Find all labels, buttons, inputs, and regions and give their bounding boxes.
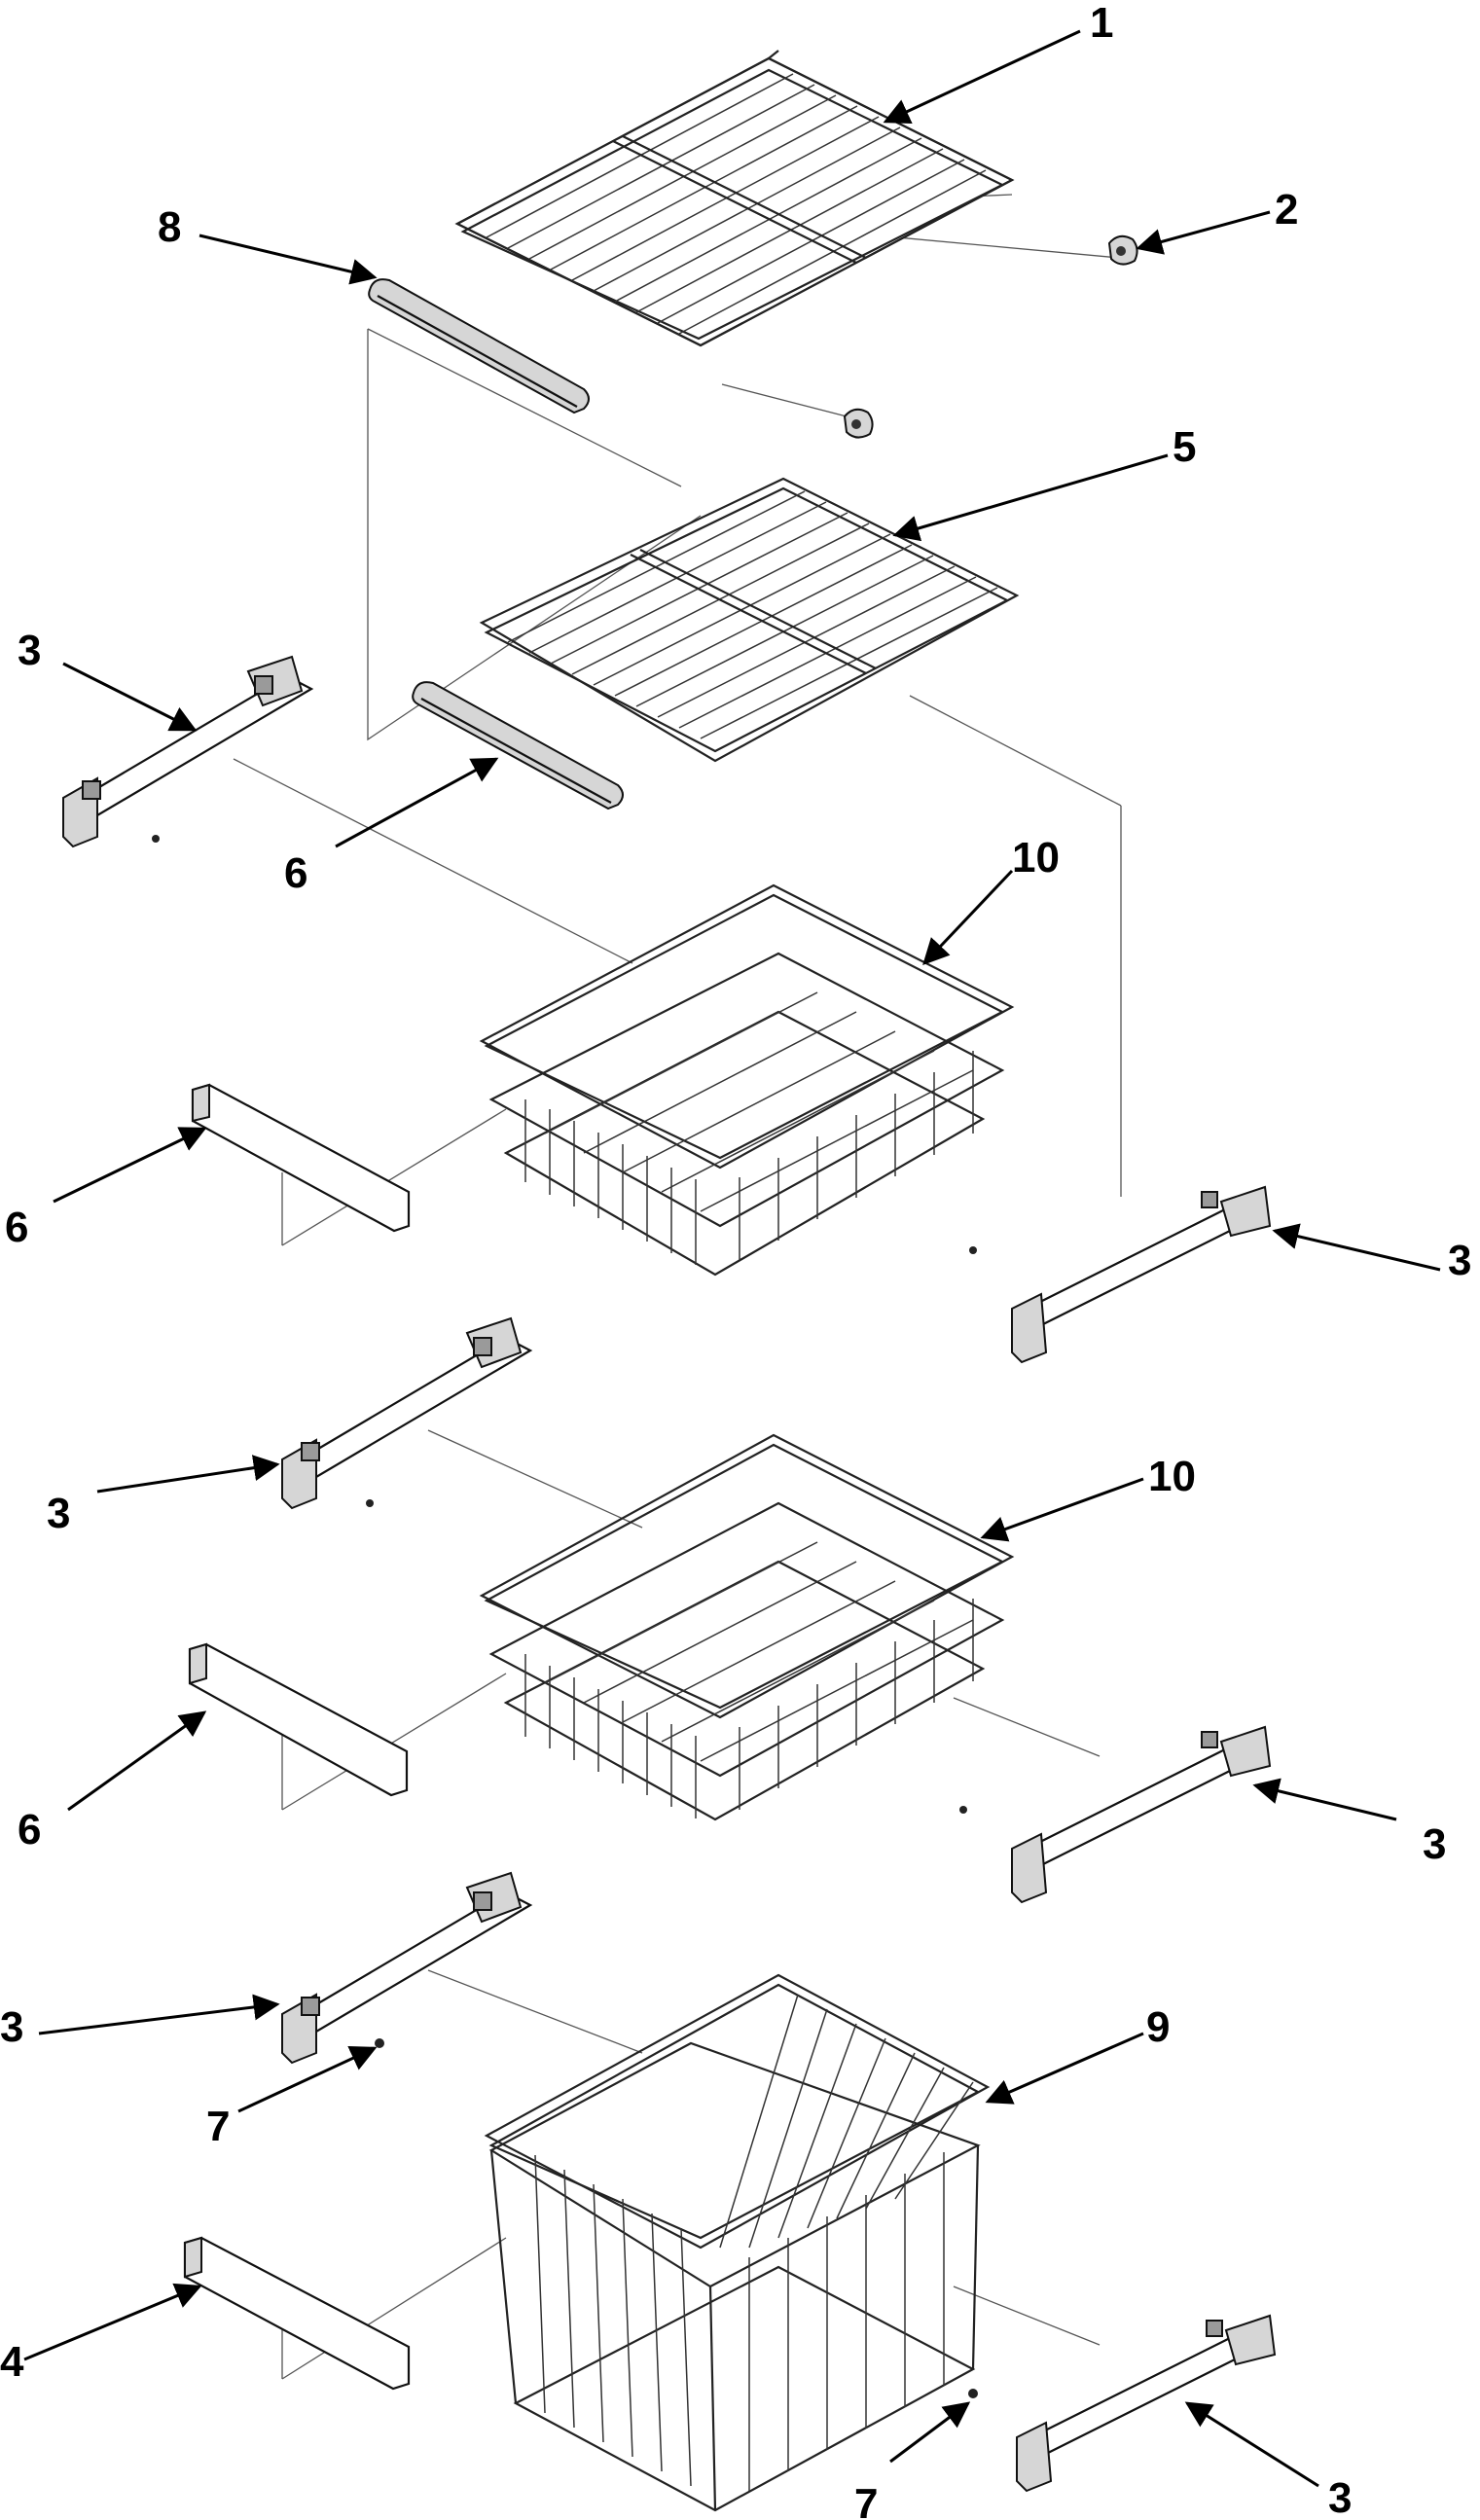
wire-shelf-top xyxy=(454,50,1015,347)
shelf-clip-right xyxy=(1107,234,1138,266)
callout-2: 2 xyxy=(1275,186,1298,234)
shelf-trim-top xyxy=(368,278,590,414)
callout-1: 1 xyxy=(1090,0,1113,47)
wire-shelf-middle xyxy=(479,477,1020,763)
slide-rail-right-2 xyxy=(959,1725,1272,1904)
callout-6-b: 6 xyxy=(5,1204,28,1251)
callout-8: 8 xyxy=(158,203,181,251)
basket-trim-upper xyxy=(191,1083,411,1233)
callout-7-b: 7 xyxy=(854,2480,878,2520)
slide-rail-right-3 xyxy=(968,2314,1277,2493)
wire-basket-middle xyxy=(479,1433,1015,1821)
callout-7-a: 7 xyxy=(206,2103,230,2150)
shelf-trim-middle xyxy=(412,681,624,810)
slide-rail-left-1 xyxy=(62,655,314,848)
callout-10-a: 10 xyxy=(1012,834,1060,882)
callout-3-e: 3 xyxy=(0,2003,23,2051)
wire-basket-deep xyxy=(484,1973,991,2512)
callout-6-a: 6 xyxy=(284,849,307,897)
callout-3-b: 3 xyxy=(1448,1237,1471,1284)
callout-6-c: 6 xyxy=(18,1806,41,1854)
callout-3-f: 3 xyxy=(1328,2474,1352,2520)
wire-basket-upper xyxy=(479,883,1015,1277)
slide-rail-right-1 xyxy=(969,1185,1272,1364)
callout-5: 5 xyxy=(1173,423,1196,471)
basket-trim-lower xyxy=(183,2236,411,2391)
callout-10-b: 10 xyxy=(1148,1453,1196,1500)
slide-rail-left-2 xyxy=(281,1316,533,1510)
slide-rail-left-3 xyxy=(281,1871,533,2065)
callout-3-c: 3 xyxy=(47,1490,70,1537)
shelf-clip-left xyxy=(843,408,874,439)
leader-lines xyxy=(23,29,1441,2488)
callout-3-d: 3 xyxy=(1423,1820,1446,1868)
basket-trim-middle xyxy=(188,1642,409,1797)
callout-9: 9 xyxy=(1146,2003,1170,2051)
callout-3-a: 3 xyxy=(18,627,41,674)
callout-4: 4 xyxy=(0,2338,24,2386)
